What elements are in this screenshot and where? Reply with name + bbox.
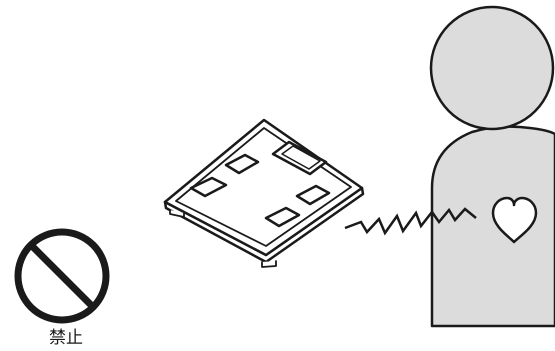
scale-foot-left <box>169 209 185 218</box>
prohibition-sign-icon <box>14 228 110 324</box>
prohibition-label: 禁止 <box>49 328 83 348</box>
person-silhouette-icon <box>429 5 555 328</box>
body-composition-scale-icon <box>163 118 365 268</box>
person-head <box>429 5 555 131</box>
scale-electrode-back-left <box>224 153 260 175</box>
person-body <box>430 125 555 328</box>
scale-electrode-front-right <box>264 206 301 228</box>
scale-electrode-front-left <box>189 176 228 198</box>
scale-foot-front <box>261 260 277 268</box>
heart-icon <box>491 196 538 244</box>
scale-top-inner <box>175 127 352 247</box>
scale-top-plate <box>163 118 364 257</box>
scale-electrode-back-right <box>295 184 331 206</box>
electrical-wave-icon <box>344 207 477 236</box>
